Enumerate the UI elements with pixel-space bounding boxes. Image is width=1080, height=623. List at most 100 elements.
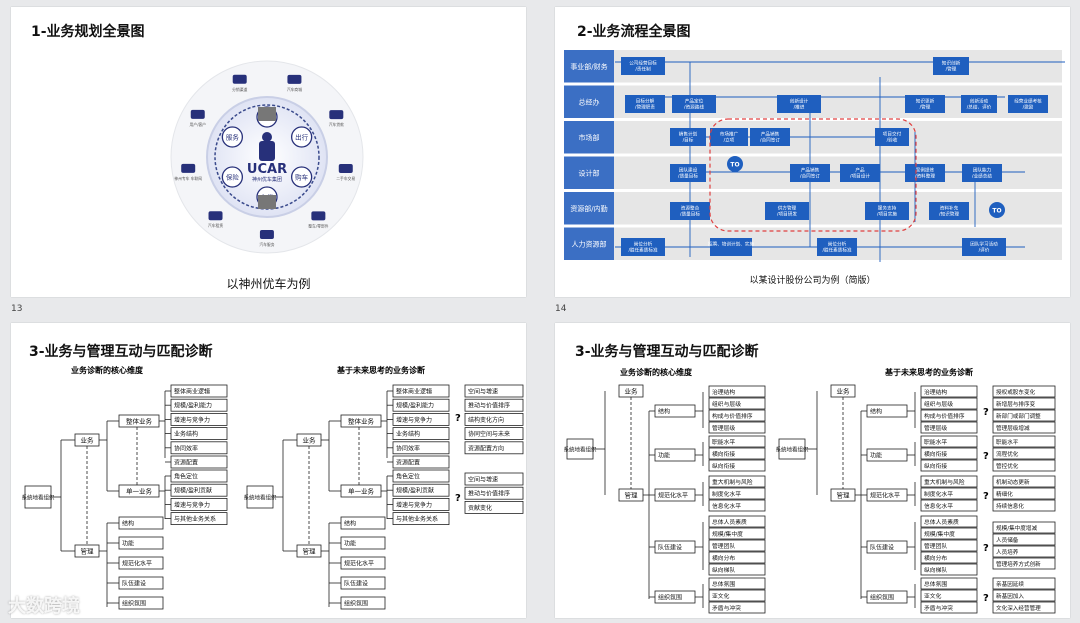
process-box: 产品定位/资源路线 (672, 95, 716, 113)
future-item: 人员储备 (992, 533, 1056, 546)
root-box: 系统地看组织 (243, 485, 277, 509)
business-dim-item: 协同效率 (170, 441, 228, 455)
group-item: 信息化水平 (920, 499, 978, 512)
single-dim-item: 与其他业务关系 (170, 512, 228, 526)
single-dim-item: 增速与竞争力 (170, 497, 228, 511)
svg-text:整体商业逻辑: 整体商业逻辑 (396, 388, 432, 396)
svg-text:业务: 业务 (81, 436, 95, 445)
outer-service-icon: 汽车贷款 (329, 110, 344, 127)
svg-text:业务结构: 业务结构 (396, 430, 420, 438)
svg-text:产品/项目设计: 产品/项目设计 (850, 167, 870, 180)
svg-text:队伍建设: 队伍建设 (658, 544, 682, 552)
outer-service-icon: 汽车租赁 (208, 211, 223, 228)
outer-service-icon: 用户/客户 (190, 109, 207, 127)
svg-text:精细化: 精细化 (996, 490, 1013, 498)
svg-text:管理: 管理 (303, 547, 317, 556)
svg-text:功能: 功能 (658, 452, 670, 460)
business-dim-item: 增速与竞争力 (170, 413, 228, 426)
svg-text:系统地看组织: 系统地看组织 (243, 494, 277, 502)
svg-text:用户/客户: 用户/客户 (190, 122, 207, 127)
svg-text:亲基因延续: 亲基因延续 (996, 580, 1024, 588)
future-item: 结构变化方向 (464, 413, 524, 426)
svg-text:制度化水平: 制度化水平 (924, 490, 953, 498)
svg-text:管理层级: 管理层级 (712, 424, 735, 432)
svg-text:结构: 结构 (344, 520, 356, 528)
slide-13-caption: 以神州优车为例 (226, 277, 311, 291)
process-box: 服务支持/项目实施 (865, 202, 909, 220)
management-dim-item: 组织氛围 (340, 596, 386, 610)
future-item: 推动与价值排序 (464, 486, 524, 500)
svg-text:重大机制与风险: 重大机制与风险 (712, 478, 753, 486)
left-heading: 业务诊断的核心维度 (620, 367, 693, 377)
process-box: 团队能力/业绩总结 (962, 164, 1002, 182)
swimlane: 事业部/财务 (564, 50, 1062, 83)
svg-text:规范化水平: 规范化水平 (122, 560, 152, 568)
group-item: 横向分布 (708, 551, 766, 564)
process-box: 项目交付/验收 (875, 128, 909, 146)
svg-text:供方管理/项目研发: 供方管理/项目研发 (777, 205, 797, 218)
svg-text:制度化水平: 制度化水平 (712, 490, 741, 498)
svg-text:信息化水平: 信息化水平 (924, 502, 953, 510)
svg-text:?: ? (455, 493, 461, 504)
svg-text:构成与价值排序: 构成与价值排序 (924, 412, 965, 420)
svg-text:产品销售/合同签订: 产品销售/合同签订 (760, 131, 780, 144)
group-item: 纵向梯队 (708, 563, 766, 576)
business-box: 业务 (618, 384, 644, 398)
slide-13[interactable]: 1-业务规划全景图 汽车商城汽车贷款二手车交易整车/零部件汽车服务汽车租赁神州专… (11, 7, 526, 297)
svg-text:角色定位: 角色定位 (396, 473, 420, 481)
slide-diagnosis-b[interactable]: 3-业务与管理互动与匹配诊断 业务诊断的核心维度基于未来思考的业务诊断系统地看组… (555, 323, 1070, 618)
svg-text:?: ? (455, 413, 461, 424)
svg-text:持续信息化: 持续信息化 (996, 502, 1024, 510)
slide-14-caption: 以某设计股份公司为例（简版） (749, 276, 876, 286)
svg-text:规范化水平: 规范化水平 (870, 492, 900, 500)
svg-text:构成与价值排序: 构成与价值排序 (712, 412, 753, 420)
future-item: 贡献变化 (464, 500, 524, 514)
to-circle: TO (727, 156, 743, 172)
svg-text:新增层与排序变: 新增层与排序变 (996, 400, 1036, 408)
svg-text:TO: TO (992, 208, 1001, 215)
svg-text:功能: 功能 (122, 540, 134, 548)
process-box: 团队学习活动/评价 (962, 238, 1006, 256)
svg-text:贡献变化: 贡献变化 (468, 504, 492, 512)
group-item: 纵向梯队 (920, 563, 978, 576)
slide-3a-title: 3-业务与管理互动与匹配诊断 (29, 344, 213, 360)
svg-text:协同效率: 协同效率 (396, 444, 420, 452)
watermark: 大数跨境 (8, 596, 80, 617)
group-item: 亚文化 (708, 589, 766, 602)
svg-text:设计部: 设计部 (579, 168, 600, 177)
diagnosis-tree: 系统地看组织业务管理结构治理结构组织与层级构成与价值排序管理层级功能职能水平横向… (563, 384, 766, 614)
group-item: 总体氛围 (920, 577, 978, 590)
management-dim-item: 功能 (118, 536, 164, 550)
future-item: 持续信息化 (992, 499, 1056, 512)
svg-text:项目交付/验收: 项目交付/验收 (883, 131, 902, 144)
svg-text:?: ? (983, 451, 989, 462)
mid-box: 结构 (654, 404, 696, 418)
outer-service-icon: 神州专车 车联网 (174, 163, 202, 181)
svg-text:创新设计/推进: 创新设计/推进 (790, 98, 809, 111)
process-box: 产品/项目设计 (840, 164, 880, 182)
svg-text:总体氛围: 总体氛围 (712, 580, 735, 588)
slide-13-title: 1-业务规划全景图 (31, 24, 145, 40)
svg-text:横向分布: 横向分布 (712, 554, 735, 562)
svg-text:横向衔接: 横向衔接 (924, 450, 947, 458)
right-heading: 基于未来思考的业务诊断 (884, 367, 973, 377)
svg-text:TO: TO (730, 162, 739, 169)
group-item: 横向衔接 (920, 447, 978, 460)
ring-node: 购车 (290, 166, 313, 188)
slide-diagnosis-a[interactable]: 3-业务与管理互动与匹配诊断 业务诊断的核心维度基于未来思考的业务诊断系统地看组… (11, 323, 526, 618)
mid-box: 组织氛围 (866, 590, 908, 604)
business-dim-item: 协同效率 (392, 441, 450, 455)
svg-text:系统地看组织: 系统地看组织 (21, 494, 55, 502)
business-dim-item: 资源配置 (170, 455, 228, 469)
svg-text:机制动态更新: 机制动态更新 (996, 478, 1030, 486)
slide-14[interactable]: 2-业务流程全景图 事业部/财务总经办市场部设计部资源部/内勤人力资源部公司经营… (555, 7, 1070, 297)
svg-text:与其他业务关系: 与其他业务关系 (174, 515, 216, 523)
svg-text:业务结构: 业务结构 (174, 430, 198, 438)
svg-text:资源配置: 资源配置 (174, 459, 198, 467)
svg-text:队伍建设: 队伍建设 (344, 580, 368, 588)
svg-text:业务: 业务 (625, 387, 639, 396)
process-box: 目标分解/管理职责 (625, 95, 665, 113)
svg-text:功能: 功能 (344, 540, 356, 548)
svg-text:市场部: 市场部 (579, 133, 600, 142)
process-box: 岗位分析/胜任素质标准 (621, 238, 665, 256)
